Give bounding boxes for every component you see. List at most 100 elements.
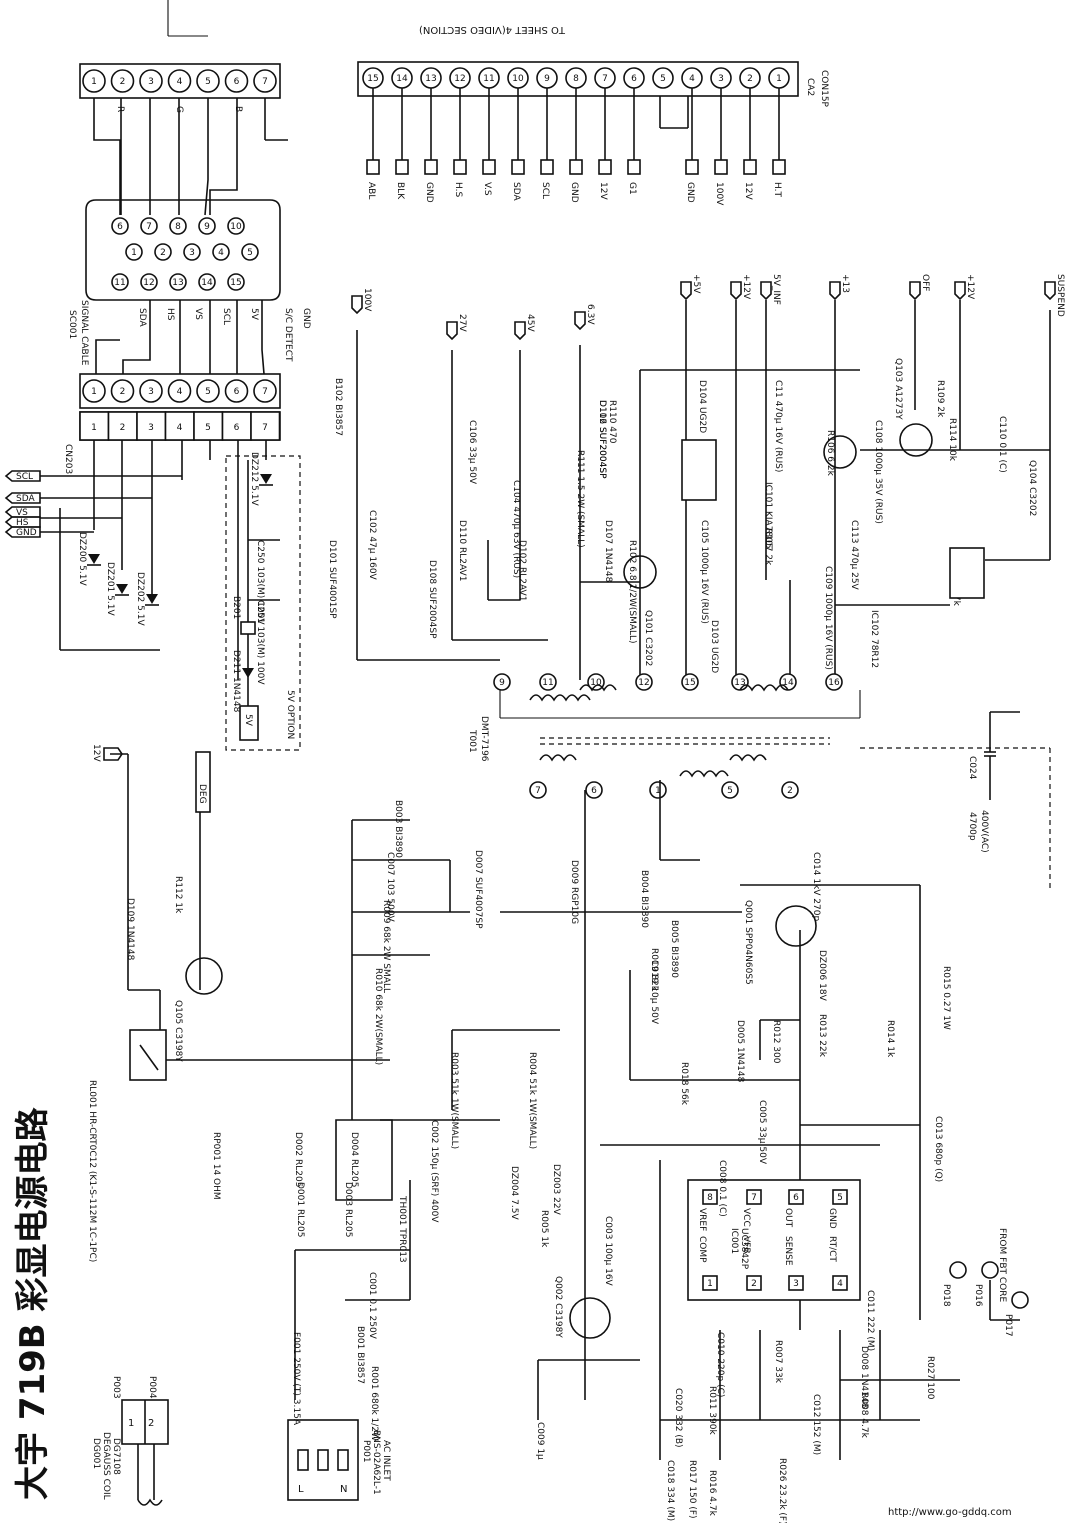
t001-primary-pin: 6 bbox=[591, 786, 597, 796]
sc001-bot-pin: 3 bbox=[148, 387, 154, 397]
ic001-pin-number: 7 bbox=[751, 1193, 757, 1203]
sc001-top-pin: 1 bbox=[91, 77, 97, 87]
bridge-rectifier-frame bbox=[335, 1119, 393, 1201]
p003-ref: P003 bbox=[111, 1376, 121, 1399]
sc001-name: SIGNAL CABLE bbox=[79, 300, 89, 366]
zener-diode-symbol bbox=[88, 554, 100, 564]
ic001-pin-bottom bbox=[832, 1275, 848, 1291]
dg001-part: DG7108 bbox=[111, 1438, 121, 1475]
cn203-signal-label: VS bbox=[16, 508, 28, 518]
dsub-pin: 1 bbox=[131, 248, 137, 258]
c024-cap: C024 4700p 400V(AC) bbox=[860, 711, 1051, 890]
ic001-pin-top bbox=[832, 1189, 848, 1205]
sc001-side-label: SDA bbox=[137, 308, 147, 327]
dsub-pin-circle bbox=[111, 217, 129, 235]
zener-diode-label: DZ212 5.1V bbox=[249, 452, 259, 506]
cn203-pin: 3 bbox=[148, 423, 154, 433]
p001-inlet: AC INLET bbox=[381, 1440, 391, 1481]
primary-part-label: C009 1μ bbox=[535, 1422, 545, 1460]
primary-winding-b bbox=[679, 770, 729, 778]
primary-part-label: C011 222 (M) bbox=[865, 1290, 875, 1351]
ic001-pin-number: 8 bbox=[707, 1193, 713, 1203]
five-v-part-label: C250 103(M) 100V bbox=[255, 540, 265, 625]
t001-name: DMT-7196 bbox=[479, 716, 489, 762]
t001-secondary-pin-circle bbox=[493, 673, 511, 691]
secondary-part-label: IC101 KIA7805 bbox=[763, 482, 773, 549]
secondary-winding-a bbox=[529, 694, 591, 702]
primary-part-label: C014 1kV 270p bbox=[811, 852, 821, 921]
secondary-part-label: B102 BI3857 bbox=[333, 378, 343, 436]
dsub-pin-circle bbox=[154, 243, 172, 261]
ca2-signal-flag bbox=[569, 159, 583, 175]
primary-part-label: D001 RL205 bbox=[295, 1182, 305, 1237]
primary-part-label: C013 680p (Q) bbox=[933, 1116, 943, 1182]
sc001-top-pin: 7 bbox=[262, 77, 268, 87]
inlet-pin-n: N bbox=[340, 1484, 347, 1495]
primary-part-label: D003 RL205 bbox=[343, 1182, 353, 1237]
secondary-part-label: D102 RL2AV1 bbox=[517, 540, 527, 601]
sc001-top-pin-circle bbox=[253, 69, 277, 93]
secondary-part-label: C108 1000μ 35V (RUS) bbox=[873, 420, 883, 524]
secondary-part-label: R102 6.8 1/2W(SMALL) bbox=[627, 540, 637, 644]
zener-diode-symbol bbox=[146, 594, 158, 604]
t001-secondary-pin: 12 bbox=[638, 678, 649, 688]
p003-pin: 2 bbox=[148, 1418, 154, 1429]
ic001-pin-label: RT/CT bbox=[827, 1236, 837, 1262]
zener-diode-symbol bbox=[116, 584, 128, 594]
zener-diode-label: DZ201 5.1V bbox=[105, 562, 115, 616]
ca2-signal-flag bbox=[685, 159, 699, 175]
secondary-winding-c bbox=[739, 684, 789, 692]
primary-part-label: C008 0.1 (C) bbox=[717, 1160, 727, 1217]
primary-part-label: D009 RGP10G bbox=[569, 860, 579, 924]
secondary-part-label: R114 10k bbox=[947, 418, 957, 462]
cn203-cell bbox=[250, 411, 281, 441]
ca2-signal-label: 12V bbox=[743, 182, 753, 200]
sc001-top-pin-circle bbox=[224, 69, 249, 93]
dsub-pin: 15 bbox=[230, 278, 241, 288]
cn203-signal-flag bbox=[4, 516, 41, 528]
page-title: 大宇 719B 彩显电源电路 bbox=[13, 1106, 53, 1500]
dsub-pin: 7 bbox=[146, 222, 152, 232]
sc001-side-label: S/C DETECT bbox=[283, 308, 293, 362]
p001-part: BNS-02A62L-1 bbox=[371, 1430, 381, 1495]
ca2-pin: 7 bbox=[602, 74, 608, 84]
ic001-pin-number: 4 bbox=[837, 1279, 843, 1289]
t001-primary-pin-circle bbox=[721, 781, 739, 799]
primary-part-label: DZ006 18V bbox=[817, 950, 827, 1002]
secondary-part-label: C109 1000μ 16V (RUS) bbox=[823, 566, 833, 670]
ca2-pin: 1 bbox=[776, 74, 782, 84]
cn203-signal-label: GND bbox=[16, 528, 37, 538]
transistors-secondary bbox=[623, 423, 933, 589]
t001-secondary-pin: 13 bbox=[734, 678, 745, 688]
ca2-ref: CA2 bbox=[805, 78, 815, 96]
rail-label: +12V bbox=[741, 274, 751, 300]
sc001-top-pin: 2 bbox=[120, 77, 126, 87]
p001-ref: P001 bbox=[361, 1440, 371, 1463]
dsub-15-shell bbox=[85, 199, 281, 301]
ic001-pin-number: 6 bbox=[793, 1193, 799, 1203]
t001-secondary-pin-circle bbox=[635, 673, 653, 691]
ca2-signal-flag bbox=[453, 159, 467, 175]
ic001-pin-label: SENSE bbox=[783, 1236, 793, 1266]
ca2-signal-label: SDA bbox=[511, 182, 521, 201]
ca2-signal-label: 100V bbox=[714, 182, 724, 206]
t001-secondary-pin-circle bbox=[681, 673, 699, 691]
dsub-pin: 14 bbox=[201, 278, 213, 288]
primary-part-label: D002 RL205 bbox=[293, 1132, 303, 1187]
ca2-pin: 6 bbox=[631, 74, 637, 84]
t001-primary-pin: 5 bbox=[727, 786, 733, 796]
primary-part-label: R019 82k bbox=[649, 948, 659, 992]
ca2-pin: 10 bbox=[512, 74, 524, 84]
cn203-signal-flag bbox=[4, 492, 41, 504]
primary-part-label: C003 100μ 16V bbox=[603, 1216, 613, 1287]
ca2-pin: 9 bbox=[544, 74, 550, 84]
d211-diode-symbol bbox=[242, 668, 254, 678]
secondary-part-label: C105 1000μ 16V (RUS) bbox=[699, 520, 709, 624]
t001-primary-pin-circle bbox=[649, 781, 667, 799]
